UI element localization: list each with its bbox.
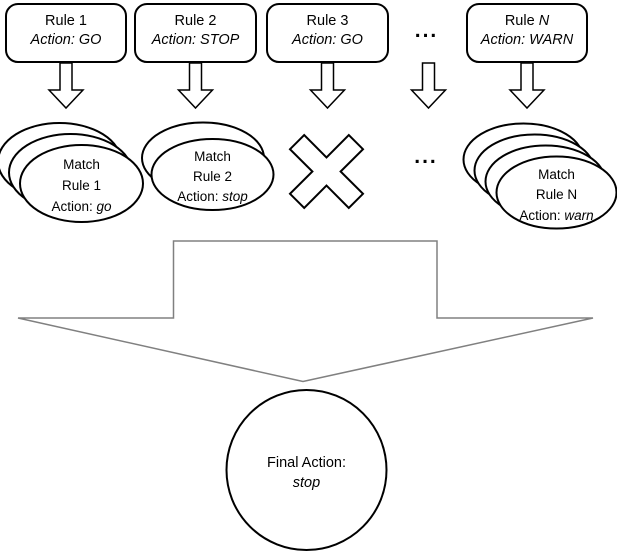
down-arrow-icon-ellipsis	[409, 62, 448, 110]
match-stack-rule-n: Match Rule N Action: warn	[462, 122, 617, 230]
match-stack-rule-1: Match Rule 1 Action: go	[0, 122, 144, 223]
match-2-line2: Rule 2	[193, 169, 232, 184]
no-match-cross-icon	[288, 133, 365, 210]
down-arrow-icon-1	[47, 62, 85, 110]
final-action-label: Final Action:	[267, 455, 346, 471]
rule-box-1-action: Action: GO	[30, 32, 102, 48]
rule-box-2-shape	[134, 3, 257, 63]
rule-box-n-title: Rule N	[505, 13, 550, 29]
rule-box-3-shape	[266, 3, 389, 63]
down-arrow-icon-n	[508, 62, 546, 110]
match-n-line1: Match	[538, 167, 575, 182]
match-stack-1-front	[19, 144, 144, 223]
rule-box-1-title: Rule 1	[45, 13, 87, 29]
match-n-action: Action: warn	[519, 208, 593, 223]
rule-box-1-shape	[5, 3, 127, 63]
rule-box-3-action: Action: GO	[291, 32, 363, 48]
match-n-line2: Rule N	[536, 187, 577, 202]
rule-box-2-title: Rule 2	[175, 13, 217, 29]
rule-box-1: Rule 1 Action: GO	[5, 3, 127, 63]
match-stack-2-front	[150, 138, 275, 211]
down-arrow-icon-2	[176, 62, 215, 110]
final-action-node: Final Action: stop	[225, 389, 388, 551]
final-action-value: stop	[293, 475, 320, 491]
match-1-action: Action: go	[51, 199, 112, 214]
match-stack-rule-2: Match Rule 2 Action: stop	[141, 121, 275, 211]
matches-row-ellipsis: ...	[414, 145, 438, 168]
rule-box-3: Rule 3 Action: GO	[266, 3, 389, 63]
rule-box-2: Rule 2 Action: STOP	[134, 3, 257, 63]
rule-box-3-title: Rule 3	[307, 13, 349, 29]
rule-box-2-action: Action: STOP	[151, 32, 240, 48]
match-1-line2: Rule 1	[62, 178, 101, 193]
match-2-line1: Match	[194, 149, 231, 164]
rule-box-n-action: Action: WARN	[480, 32, 574, 48]
funnel-arrow	[17, 240, 594, 383]
final-action-circle	[225, 389, 388, 551]
rule-box-n-shape	[466, 3, 588, 63]
match-2-action: Action: stop	[177, 189, 248, 204]
rule-box-n: Rule N Action: WARN	[466, 3, 588, 63]
match-1-line1: Match	[63, 157, 100, 172]
down-arrow-icon-3	[308, 62, 347, 110]
rules-row-ellipsis: ...	[415, 19, 439, 42]
